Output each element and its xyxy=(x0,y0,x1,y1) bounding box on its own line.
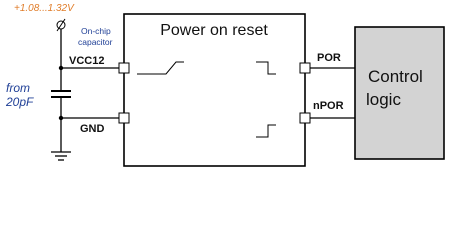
control-logic-block xyxy=(354,26,445,160)
power-on-reset-diagram: +1.08...1.32V On-chip capacitor VCC12 fr… xyxy=(5,3,445,167)
npor-pin-label: nPOR xyxy=(313,100,344,112)
rising-ramp-waveform xyxy=(137,61,184,75)
gnd-junction-dot xyxy=(58,115,64,121)
por-pulse-waveform xyxy=(256,61,276,75)
por-pin-label: POR xyxy=(317,52,341,64)
control-logic-label-line2: logic xyxy=(366,90,401,109)
gnd-pin xyxy=(118,112,130,124)
control-logic-label-line1: Control xyxy=(368,67,423,86)
supply-voltage-label: +1.08...1.32V xyxy=(14,3,75,14)
capacitor-label: capacitor xyxy=(78,37,113,47)
npor-pin xyxy=(299,112,311,124)
vcc12-pin xyxy=(118,62,130,74)
gnd-pin-label: GND xyxy=(80,123,105,135)
npor-pulse-waveform xyxy=(256,124,276,138)
ground-icon xyxy=(51,151,71,161)
por-pin xyxy=(299,62,311,74)
vcc12-pin-label: VCC12 xyxy=(69,55,104,67)
capacitor-icon xyxy=(51,90,71,98)
power-on-reset-block xyxy=(123,13,306,167)
capacitance-label: 20pF xyxy=(5,95,34,109)
vcc-junction-dot xyxy=(58,65,64,71)
on-chip-label: On-chip xyxy=(81,26,111,36)
from-label: from xyxy=(6,81,30,95)
block-title: Power on reset xyxy=(160,22,268,39)
